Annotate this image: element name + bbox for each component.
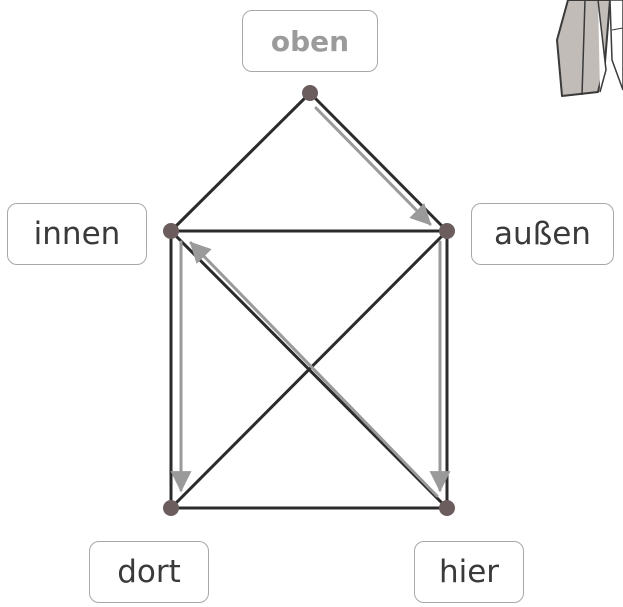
- direction-arrows: [181, 108, 440, 496]
- arrow-hier-to-innen: [191, 243, 437, 496]
- label-hier: hier: [414, 541, 524, 603]
- edge-oben-aussen: [310, 93, 447, 231]
- house-edges: [171, 93, 447, 508]
- node-hier: [439, 500, 455, 516]
- node-oben: [302, 85, 318, 101]
- corner-illustration: [557, 0, 623, 96]
- node-dort: [163, 500, 179, 516]
- edge-oben-innen: [171, 93, 310, 231]
- label-innen: innen: [7, 203, 147, 265]
- label-dort: dort: [89, 541, 209, 603]
- arrow-oben-to-aussen: [316, 108, 430, 224]
- label-oben: oben: [242, 10, 378, 72]
- nodes: [163, 85, 455, 516]
- node-innen: [163, 223, 179, 239]
- node-aussen: [439, 223, 455, 239]
- label-aussen: außen: [471, 203, 614, 265]
